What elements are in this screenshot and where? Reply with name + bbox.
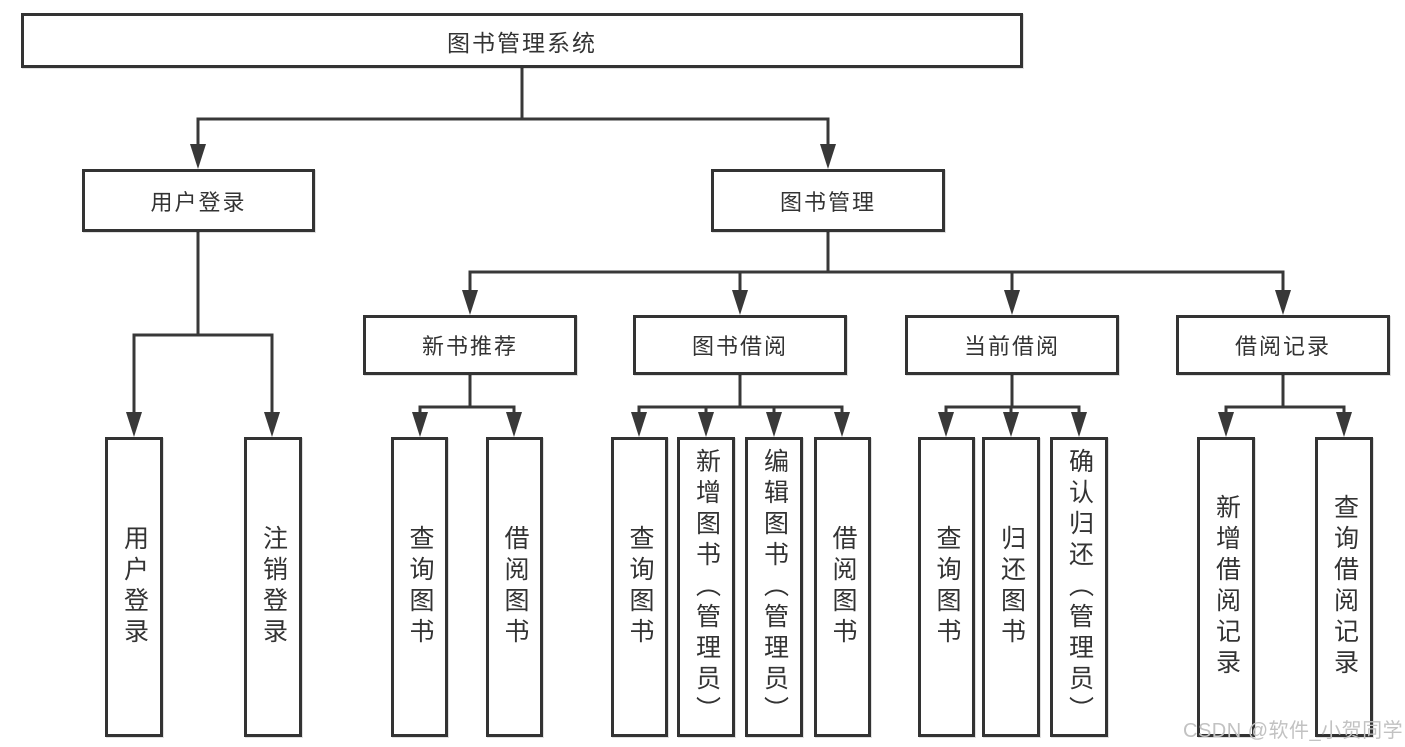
node-new-book-recommend: 新书推荐 bbox=[363, 315, 577, 375]
node-leaf-confirm-return-admin: 确认归还（管理员） bbox=[1050, 437, 1108, 737]
csdn-watermark: CSDN @软件_小贺同学 bbox=[1183, 720, 1404, 742]
node-leaf-query-books-recommend: 查询图书 bbox=[391, 437, 448, 737]
node-label: 注销登录 bbox=[259, 525, 288, 649]
node-leaf-borrow-books-borrowing: 借阅图书 bbox=[814, 437, 871, 737]
node-leaf-add-books-admin: 新增图书（管理员） bbox=[677, 437, 735, 737]
node-leaf-query-books-borrowing: 查询图书 bbox=[611, 437, 668, 737]
node-label: 新书推荐 bbox=[421, 334, 518, 359]
node-label: 图书借阅 bbox=[691, 334, 788, 359]
node-leaf-add-borrow-record: 新增借阅记录 bbox=[1197, 437, 1255, 737]
node-leaf-query-books-current: 查询图书 bbox=[918, 437, 975, 737]
node-label: 图书管理系统 bbox=[447, 29, 597, 56]
node-leaf-return-books: 归还图书 bbox=[982, 437, 1040, 737]
node-label: 借阅图书 bbox=[829, 525, 857, 649]
node-label: 查询图书 bbox=[626, 525, 654, 649]
node-label: 用户登录 bbox=[120, 525, 149, 649]
node-label: 用户登录 bbox=[150, 189, 247, 215]
node-leaf-query-borrow-record: 查询借阅记录 bbox=[1315, 437, 1373, 737]
node-label: 新增借阅记录 bbox=[1212, 494, 1241, 680]
node-book-borrowing: 图书借阅 bbox=[633, 315, 847, 375]
node-leaf-user-login: 用户登录 bbox=[105, 437, 163, 737]
node-label: 编辑图书（管理员） bbox=[760, 447, 789, 727]
node-borrowing-records: 借阅记录 bbox=[1176, 315, 1390, 375]
node-label: 当前借阅 bbox=[963, 334, 1060, 359]
node-label: 查询图书 bbox=[406, 525, 434, 649]
node-label: 查询图书 bbox=[933, 525, 961, 649]
node-label: 归还图书 bbox=[997, 525, 1026, 649]
node-label: 新增图书（管理员） bbox=[692, 447, 721, 727]
node-label: 查询借阅记录 bbox=[1330, 494, 1359, 680]
node-label: 借阅图书 bbox=[501, 525, 529, 649]
node-label: 确认归还（管理员） bbox=[1065, 447, 1094, 727]
node-label: 借阅记录 bbox=[1234, 334, 1331, 359]
node-leaf-borrow-books-recommend: 借阅图书 bbox=[486, 437, 543, 737]
node-book-management: 图书管理 bbox=[711, 169, 945, 232]
node-user-login: 用户登录 bbox=[82, 169, 315, 232]
node-leaf-edit-books-admin: 编辑图书（管理员） bbox=[745, 437, 803, 737]
node-library-management-system: 图书管理系统 bbox=[21, 13, 1023, 68]
node-label: 图书管理 bbox=[779, 189, 876, 215]
node-current-borrowing: 当前借阅 bbox=[905, 315, 1119, 375]
node-leaf-logout: 注销登录 bbox=[244, 437, 302, 737]
